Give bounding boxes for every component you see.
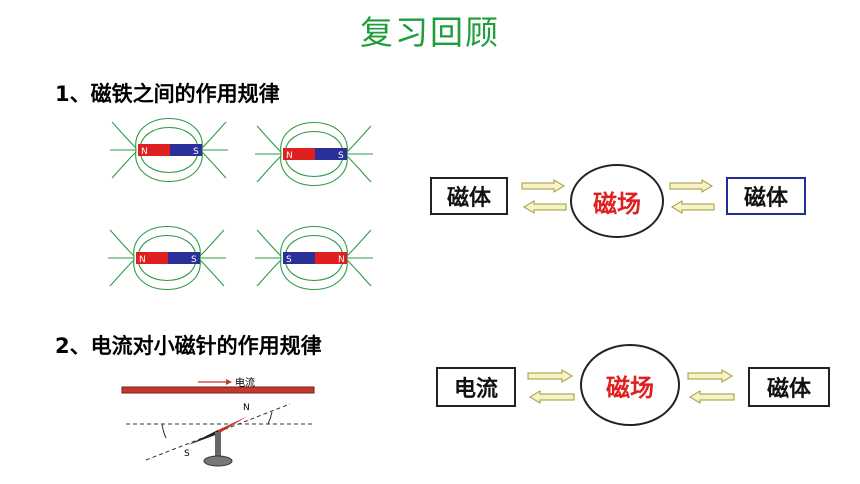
- diagram1-left-box: 磁体: [430, 177, 508, 215]
- diagram1-left-arrows: [521, 179, 567, 214]
- magnet4-left-pole: S: [286, 255, 292, 265]
- magnet-figure-4: S N: [255, 226, 373, 290]
- section1-heading: 1、磁铁之间的作用规律: [55, 82, 280, 106]
- diagram2-left-arrows: [527, 369, 575, 404]
- current-label: 电流: [235, 376, 255, 389]
- diagram1-center-circle: 磁场: [570, 164, 664, 238]
- diagram1-right-box: 磁体: [726, 177, 806, 215]
- current-needle-figure: 电流 N S: [121, 376, 315, 467]
- magnet-figure-1: N S: [110, 118, 228, 182]
- diagram2-right-arrows: [687, 369, 735, 404]
- diagram2-center-circle: 磁场: [580, 344, 680, 426]
- diagram1-right-arrows: [669, 179, 715, 214]
- magnet1-left-pole: N: [141, 147, 148, 157]
- magnet3-right-pole: S: [191, 255, 197, 265]
- magnet3-left-pole: N: [139, 255, 146, 265]
- needle-s-label: S: [184, 449, 190, 459]
- magnet1-right-pole: S: [193, 147, 199, 157]
- diagram2-left-box: 电流: [436, 367, 516, 407]
- slide-title: 复习回顾: [360, 13, 500, 52]
- magnet-figure-2: N S: [255, 122, 373, 186]
- magnet-figure-3: N S: [108, 226, 226, 290]
- needle-n-label: N: [243, 403, 250, 413]
- magnet2-left-pole: N: [286, 151, 293, 161]
- magnet2-right-pole: S: [338, 151, 344, 161]
- magnet4-right-pole: N: [338, 255, 345, 265]
- section2-heading: 2、电流对小磁针的作用规律: [55, 334, 322, 358]
- diagram2-right-box: 磁体: [748, 367, 830, 407]
